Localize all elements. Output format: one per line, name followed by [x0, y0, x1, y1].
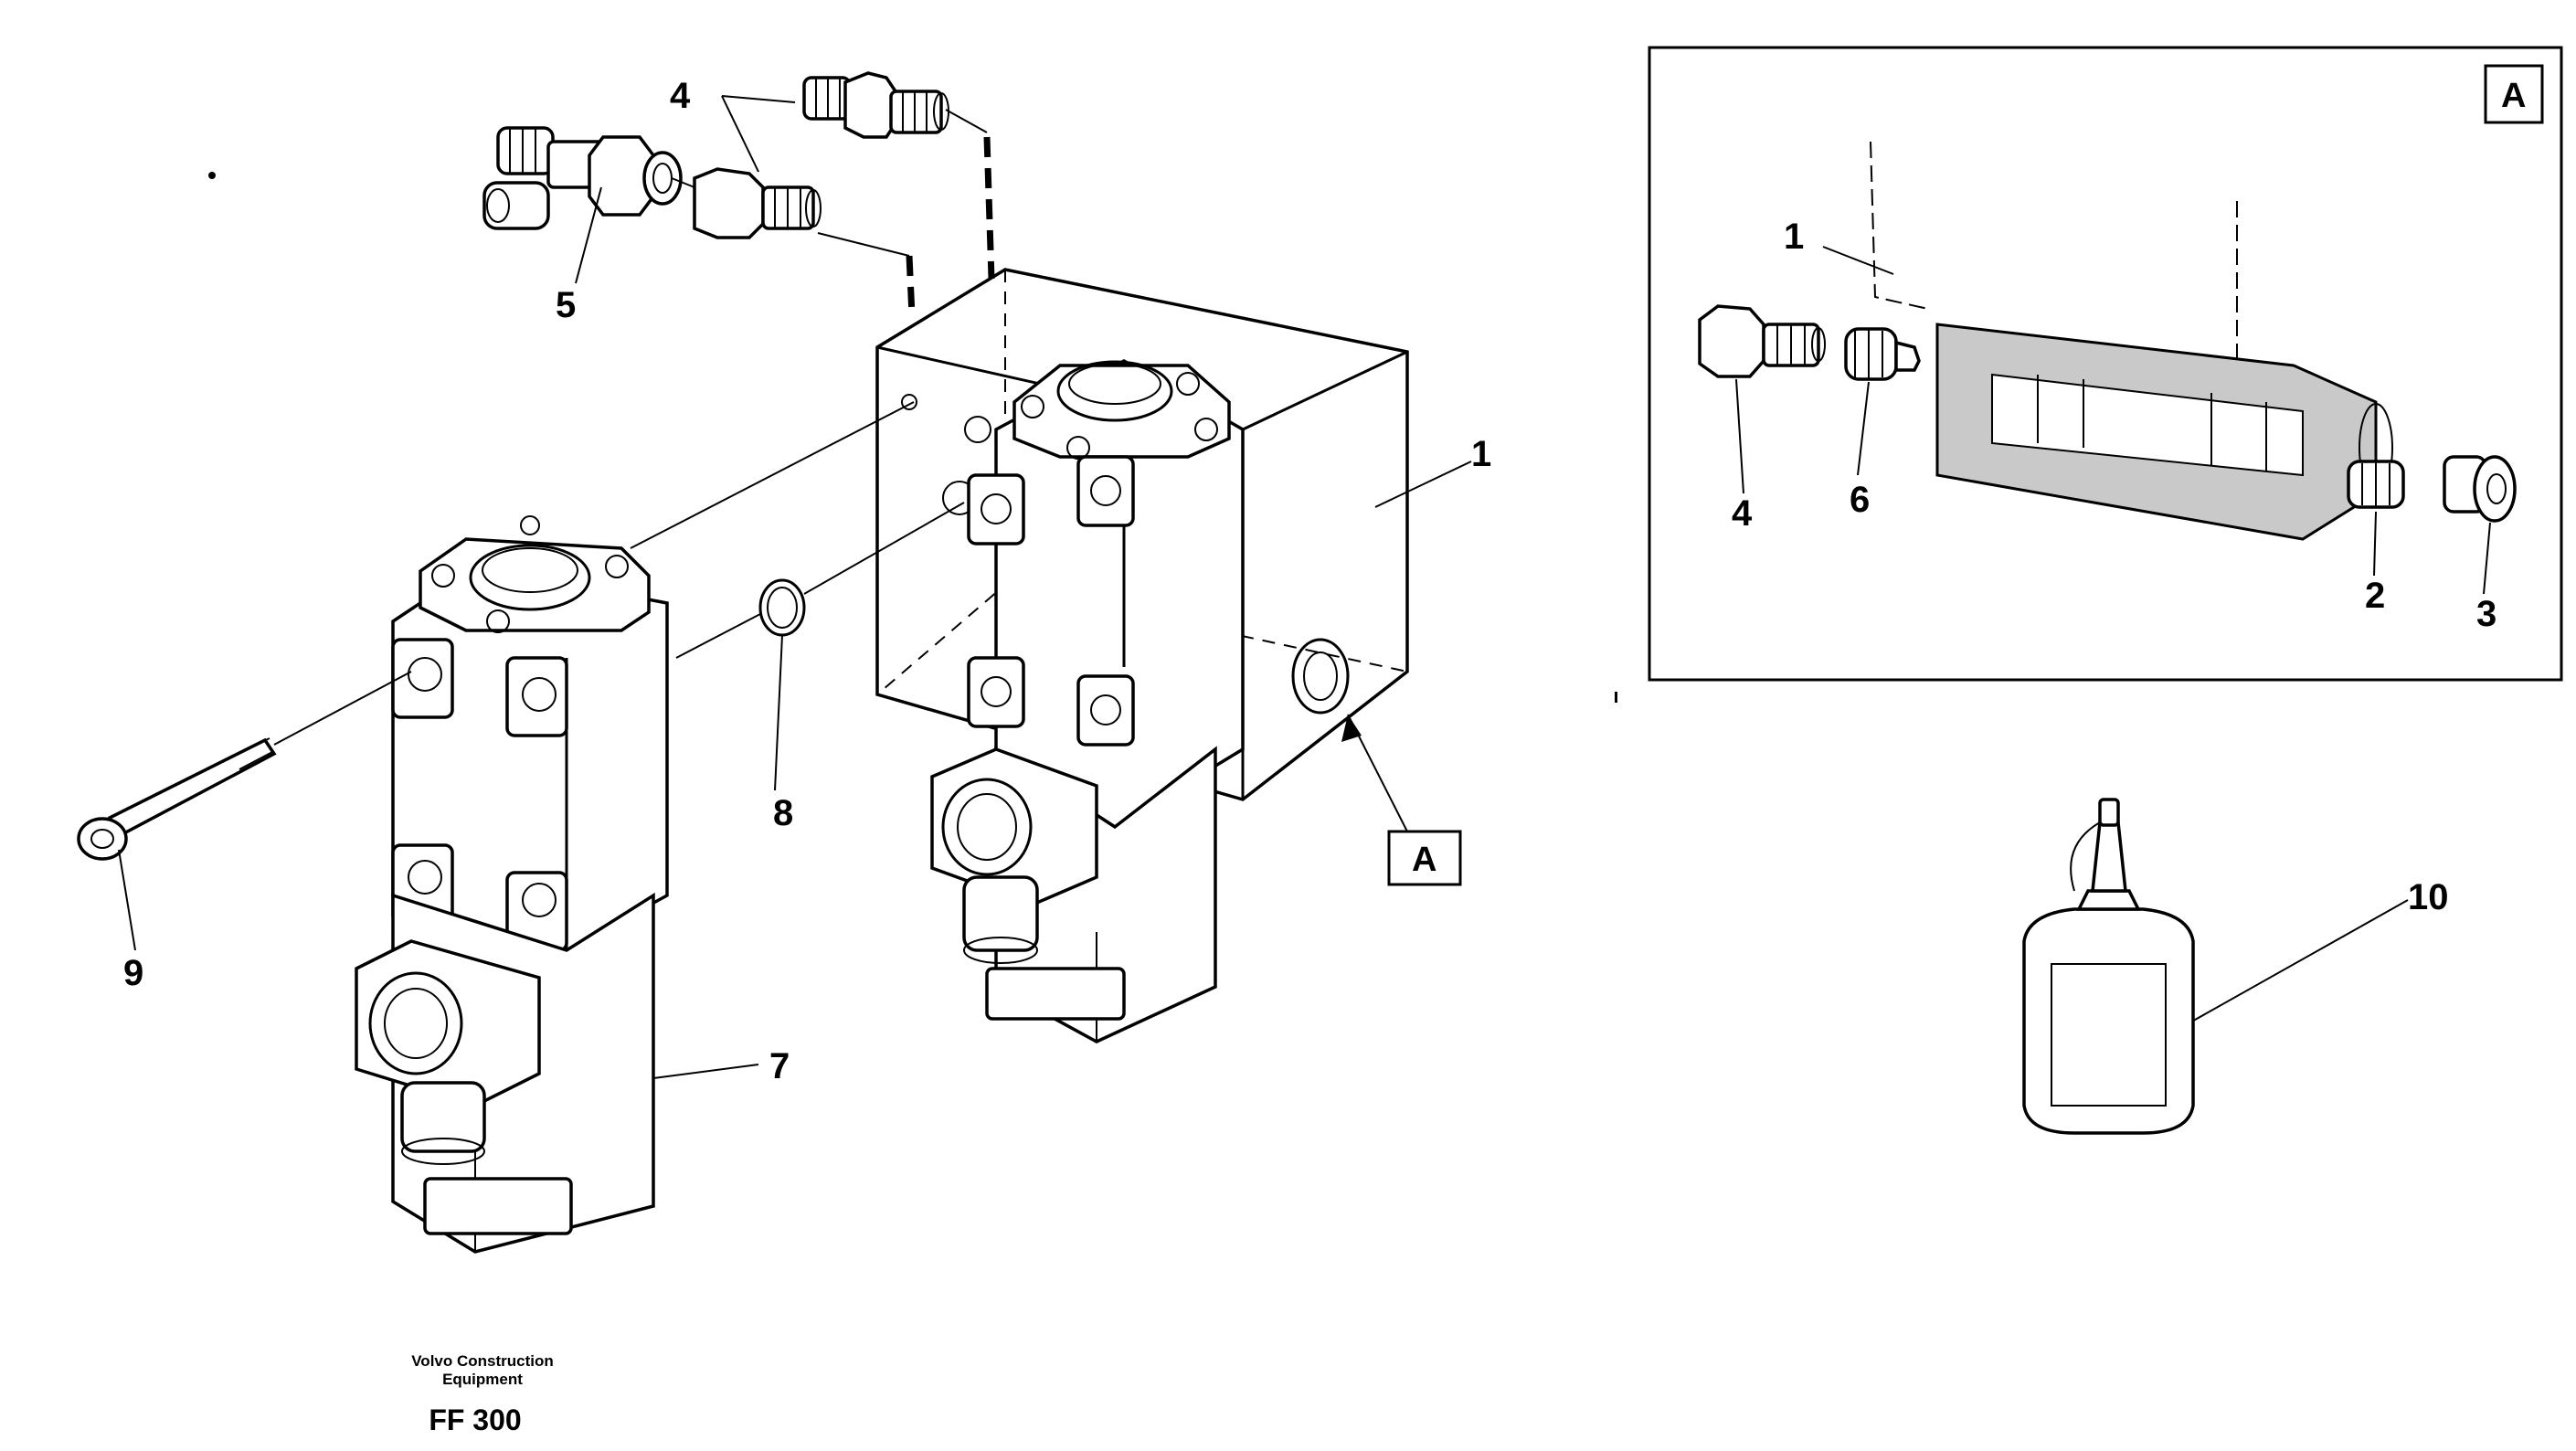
- detail-callout-3: 3: [2476, 594, 2496, 634]
- speck: [1615, 692, 1617, 703]
- leader-lines: [118, 95, 2409, 1079]
- footer-brand-line2: Equipment: [442, 1371, 523, 1388]
- callout-7: 7: [769, 1046, 790, 1086]
- speck: [208, 172, 216, 179]
- solenoid-valve-exploded: [355, 515, 669, 1254]
- callout-1: 1: [1471, 434, 1491, 474]
- detail-callout-1: 1: [1784, 217, 1804, 257]
- detail-a-arrow: [1341, 714, 1462, 886]
- straight-fitting-lower: [693, 167, 822, 239]
- sealant-bottle: [2022, 798, 2195, 1135]
- detail-a-reference-label: A: [1412, 841, 1436, 879]
- bolt: [77, 671, 412, 861]
- detail-callout-2: 2: [2365, 576, 2385, 616]
- detail-a-panel: [1648, 46, 2563, 682]
- solenoid-valve-mounted: [930, 358, 1245, 1043]
- footer-brand-line1: Volvo Construction: [411, 1352, 554, 1370]
- detail-a-box-label: A: [2501, 77, 2526, 115]
- footer-code: FF 300: [429, 1403, 521, 1436]
- callout-8: 8: [773, 793, 793, 833]
- straight-fitting-upper: [802, 71, 949, 139]
- callout-4: 4: [670, 76, 691, 116]
- callout-10: 10: [2408, 877, 2449, 917]
- tee-fitting: [482, 126, 683, 230]
- detail-callout-4: 4: [1732, 493, 1753, 534]
- assembly-path-lines: [671, 109, 995, 316]
- callout-9: 9: [123, 953, 143, 993]
- callout-5: 5: [556, 285, 576, 325]
- detail-callout-6: 6: [1850, 480, 1870, 520]
